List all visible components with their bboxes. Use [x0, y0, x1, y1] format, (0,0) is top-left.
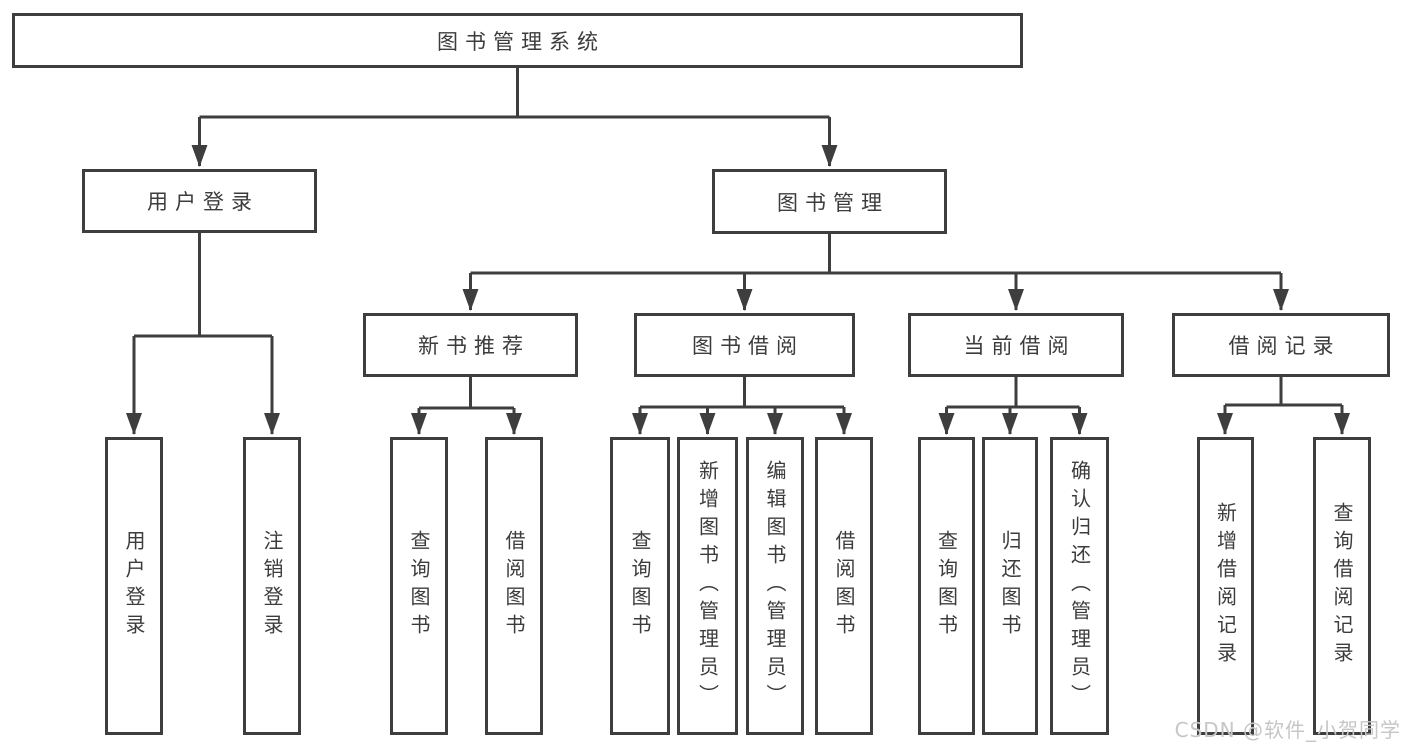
leaf-logout: 注销登录	[243, 437, 301, 735]
leaf-br-add-record-label: 新增借阅记录	[1213, 502, 1238, 670]
connector-borrow-records	[1225, 377, 1342, 407]
leaf-nbr-query-book-label: 查询图书	[407, 530, 431, 642]
node-current-borrowing-label: 当前借阅	[963, 334, 1076, 358]
leaf-nbr-borrow-book: 借阅图书	[485, 437, 543, 735]
connector-user-login	[134, 233, 272, 338]
leaf-bb-borrow-book: 借阅图书	[815, 437, 873, 735]
leaf-bb-query-book-label: 查询图书	[628, 530, 652, 642]
leaf-bb-add-book-admin: 新增图书（管理员）	[677, 437, 738, 735]
leaf-bb-borrow-book-label: 借阅图书	[832, 530, 856, 642]
leaf-br-add-record: 新增借阅记录	[1197, 437, 1254, 735]
leaf-user-login: 用户登录	[105, 437, 163, 735]
node-current-borrowing: 当前借阅	[908, 313, 1124, 377]
connector-root	[199, 68, 830, 119]
leaf-cb-query-book-label: 查询图书	[934, 530, 959, 642]
leaf-bb-query-book: 查询图书	[610, 437, 670, 735]
node-book-management: 图书管理	[712, 169, 947, 234]
leaf-bb-edit-book-admin-label: 编辑图书（管理员）	[763, 460, 787, 712]
leaf-br-query-record: 查询借阅记录	[1313, 437, 1371, 735]
leaf-bb-edit-book-admin: 编辑图书（管理员）	[746, 437, 804, 735]
node-book-borrowing-label: 图书借阅	[692, 334, 804, 358]
node-borrow-records-label: 借阅记录	[1228, 334, 1341, 358]
node-user-login-label: 用户登录	[147, 190, 259, 214]
leaf-logout-label: 注销登录	[260, 530, 284, 642]
node-library-management-system-label: 图书管理系统	[437, 29, 605, 54]
node-new-book-recommend-label: 新书推荐	[418, 334, 530, 358]
leaf-user-login-label: 用户登录	[122, 530, 146, 642]
connector-book-management	[470, 234, 1281, 275]
node-library-management-system: 图书管理系统	[12, 13, 1023, 68]
csdn-watermark: CSDN @软件_小贺同学	[1174, 718, 1401, 742]
connector-current-borrowing	[946, 377, 1080, 409]
node-book-management-label: 图书管理	[777, 190, 889, 215]
leaf-cb-confirm-return-admin: 确认归还（管理员）	[1050, 437, 1109, 735]
leaf-bb-add-book-admin-label: 新增图书（管理员）	[695, 460, 720, 712]
node-new-book-recommend: 新书推荐	[363, 313, 578, 377]
node-book-borrowing: 图书借阅	[634, 313, 855, 377]
leaf-nbr-borrow-book-label: 借阅图书	[502, 530, 526, 642]
leaf-br-query-record-label: 查询借阅记录	[1330, 502, 1354, 670]
node-borrow-records: 借阅记录	[1172, 313, 1390, 377]
leaf-cb-query-book: 查询图书	[918, 437, 975, 735]
leaf-cb-return-book: 归还图书	[982, 437, 1038, 735]
connector-new-book-recommend	[419, 377, 514, 410]
connector-book-borrowing	[640, 377, 844, 409]
leaf-cb-return-book-label: 归还图书	[998, 530, 1022, 642]
leaf-cb-confirm-return-admin-label: 确认归还（管理员）	[1067, 460, 1092, 712]
node-user-login: 用户登录	[82, 169, 317, 233]
leaf-nbr-query-book: 查询图书	[390, 437, 448, 735]
